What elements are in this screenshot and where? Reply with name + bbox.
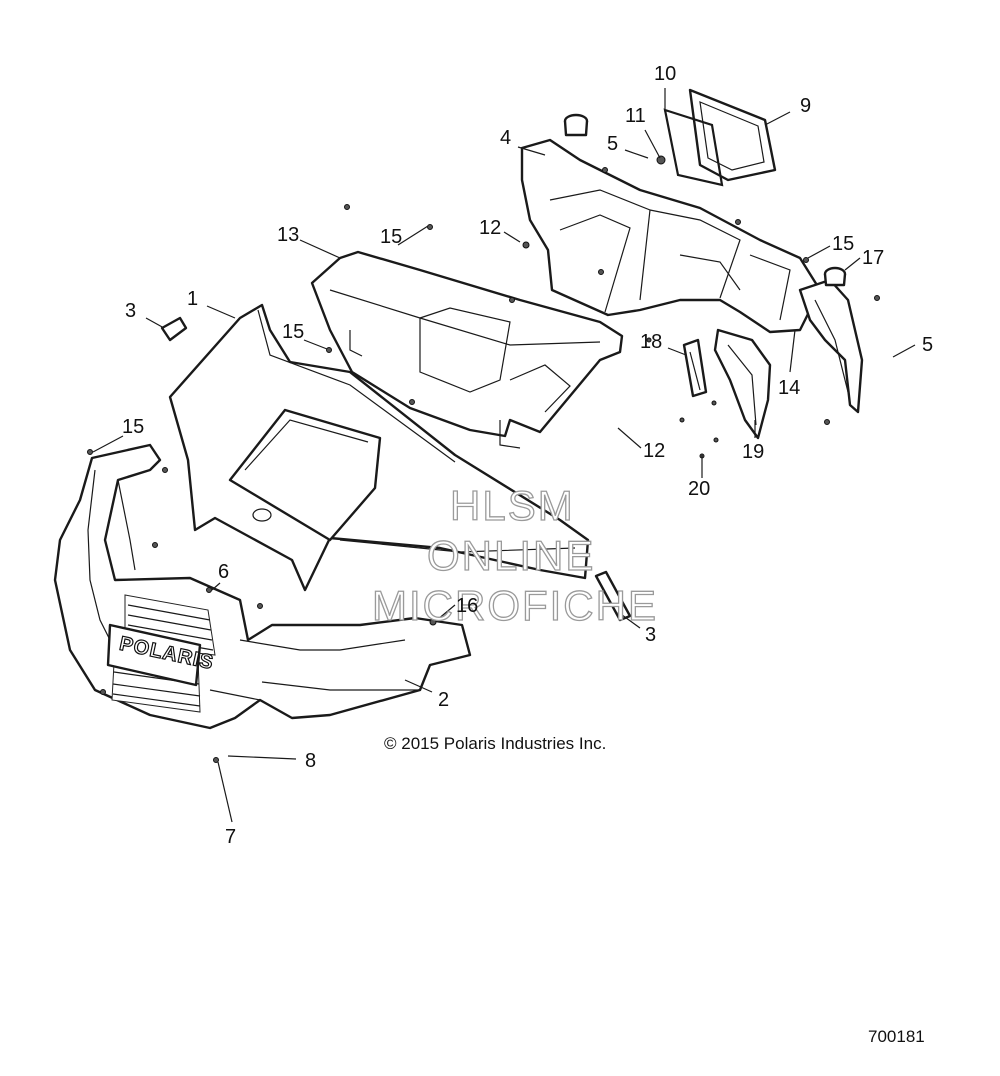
callout-1: 1 [187,288,198,310]
callout-18: 18 [640,331,662,353]
fasteners [87,155,880,763]
part-2-front-fascia: POLARIS [53,443,472,730]
callout-16: 16 [456,595,478,617]
part-13-dash-trim [310,250,624,449]
callout-3-left: 3 [125,300,136,322]
callout-12-top: 12 [479,217,501,239]
part-17-plug [823,266,847,287]
watermark: HLSM ONLINE MICROFICHE [371,481,658,629]
part-4-dash-panel [520,138,822,334]
callout-12-bottom: 12 [643,440,665,462]
watermark-line-2: ONLINE [427,532,595,579]
part-14-right-side-panel [798,278,864,414]
diagram-reference-number: 700181 [868,1027,925,1046]
copyright-notice: © 2015 Polaris Industries Inc. [384,734,607,753]
callout-9: 9 [800,95,811,117]
leader-lines [92,88,916,823]
part-plug-top [563,113,589,137]
watermark-line-1: HLSM [450,482,575,529]
part-3-latch-left [160,316,188,342]
callout-7: 7 [225,826,236,848]
callout-13: 13 [277,224,299,246]
callout-15-right: 15 [832,233,854,255]
callout-3-right: 3 [645,624,656,646]
callout-15-mid: 15 [282,321,304,343]
part-19-side-bracket [713,328,772,440]
part-18-vent [682,338,708,398]
callout-20: 20 [688,478,710,500]
callout-2: 2 [438,689,449,711]
callout-4: 4 [500,127,511,149]
callout-17: 17 [862,247,884,269]
callout-5-top: 5 [607,133,618,155]
callout-19: 19 [742,441,764,463]
callout-labels: 1 2 3 3 4 5 5 6 7 8 9 10 11 12 12 13 14 … [122,63,933,848]
callout-6: 6 [218,561,229,583]
part-3-latch-right [594,570,632,622]
callout-15-front: 15 [122,416,144,438]
callout-14: 14 [778,377,800,399]
callout-5-right: 5 [922,334,933,356]
callout-11: 11 [625,105,646,127]
callout-8: 8 [305,750,316,772]
part-1-hood [168,303,590,592]
callout-10: 10 [654,63,676,85]
part-9-gauge-bezel [688,88,777,182]
callout-15-top: 15 [380,226,402,248]
watermark-line-3: MICROFICHE [372,582,658,629]
part-10-gauge-gasket [663,108,724,187]
